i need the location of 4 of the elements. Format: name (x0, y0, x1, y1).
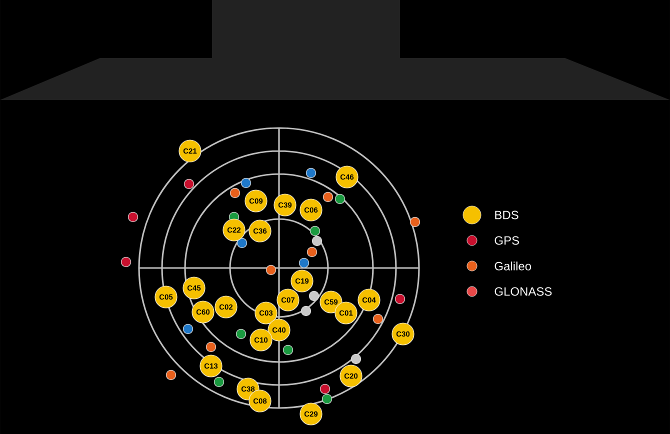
legend-label: Galileo (494, 262, 532, 270)
legend-label: GLONASS (494, 287, 552, 296)
legend-label: BDS (495, 210, 518, 220)
legend-label: GPS (494, 236, 519, 245)
